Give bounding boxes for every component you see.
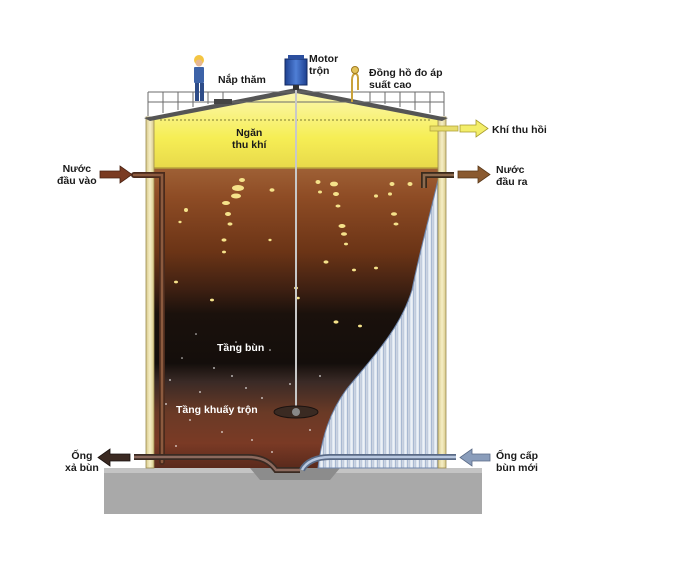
motor-icon bbox=[284, 55, 308, 90]
motor-label-line1: Motor bbox=[309, 53, 339, 65]
inlet-pipe bbox=[131, 172, 165, 465]
gas-chamber-label-line2: thu khí bbox=[232, 139, 267, 151]
feed-arrow bbox=[459, 448, 491, 467]
gas-out-label: Khí thu hồi bbox=[492, 124, 547, 136]
gas-outlet-pipe bbox=[429, 125, 459, 132]
drain-pipe bbox=[134, 454, 300, 473]
water-in-arrow bbox=[99, 165, 133, 184]
mixing-layer-label: Tầng khuấy trộn bbox=[176, 404, 258, 416]
sludge-layer-label: Tầng bùn bbox=[217, 342, 265, 354]
feed-label-line2: bùn mới bbox=[496, 462, 538, 474]
water-in-label: Nước đầu vào bbox=[57, 163, 97, 187]
inspection-hatch bbox=[214, 99, 232, 104]
person-icon bbox=[194, 55, 204, 101]
drain-label: Ống xả bùn bbox=[65, 450, 99, 474]
effluent-curtain bbox=[317, 179, 439, 469]
gas-out-arrow bbox=[459, 119, 489, 138]
water-in-label-line2: đầu vào bbox=[57, 175, 97, 187]
inspection-hatch-label: Nắp thăm bbox=[218, 74, 266, 86]
gauge-label-line1: Đồng hồ đo áp bbox=[369, 67, 443, 79]
water-out-arrow bbox=[457, 165, 491, 184]
gauge-label: Đồng hồ đo áp suất cao bbox=[369, 67, 443, 91]
drain-label-line2: xả bùn bbox=[65, 462, 99, 474]
water-out-label-line1: Nước bbox=[496, 164, 525, 176]
water-in-label-line1: Nước bbox=[62, 163, 92, 175]
motor-label-line2: trộn bbox=[309, 65, 330, 77]
ground-foundation bbox=[104, 468, 482, 514]
sludge-speckles bbox=[165, 333, 321, 457]
pressure-gauge-icon bbox=[351, 66, 359, 102]
outlet-pipe bbox=[421, 172, 454, 188]
gauge-label-line2: suất cao bbox=[369, 79, 412, 91]
gas-bubbles bbox=[174, 178, 413, 328]
gas-chamber-label-line1: Ngăn bbox=[236, 127, 263, 139]
propeller-icon bbox=[273, 405, 319, 419]
motor-label: Motor trộn bbox=[309, 53, 338, 77]
gas-chamber-label: Ngăn thu khí bbox=[232, 127, 266, 151]
feed-pipe bbox=[299, 454, 456, 472]
water-out-label-line2: đầu ra bbox=[496, 176, 528, 188]
feed-label-line1: Ống cấp bbox=[496, 450, 539, 462]
water-out-label: Nước đầu ra bbox=[496, 164, 528, 188]
feed-label: Ống cấp bùn mới bbox=[496, 450, 538, 474]
drain-label-line1: Ống bbox=[71, 450, 93, 462]
drain-arrow bbox=[97, 448, 131, 467]
